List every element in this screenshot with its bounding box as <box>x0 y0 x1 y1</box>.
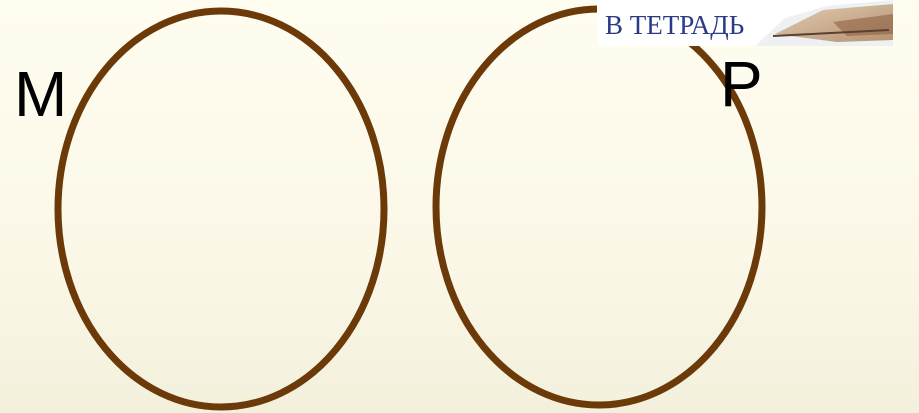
set-p-oval <box>436 9 762 405</box>
banner-title: В ТЕТРАДЬ <box>605 10 744 40</box>
set-m-label: M <box>14 62 67 126</box>
set-m-oval <box>58 11 384 407</box>
set-p-label: P <box>720 52 763 116</box>
notebook-banner: В ТЕТРАДЬ <box>597 0 893 46</box>
